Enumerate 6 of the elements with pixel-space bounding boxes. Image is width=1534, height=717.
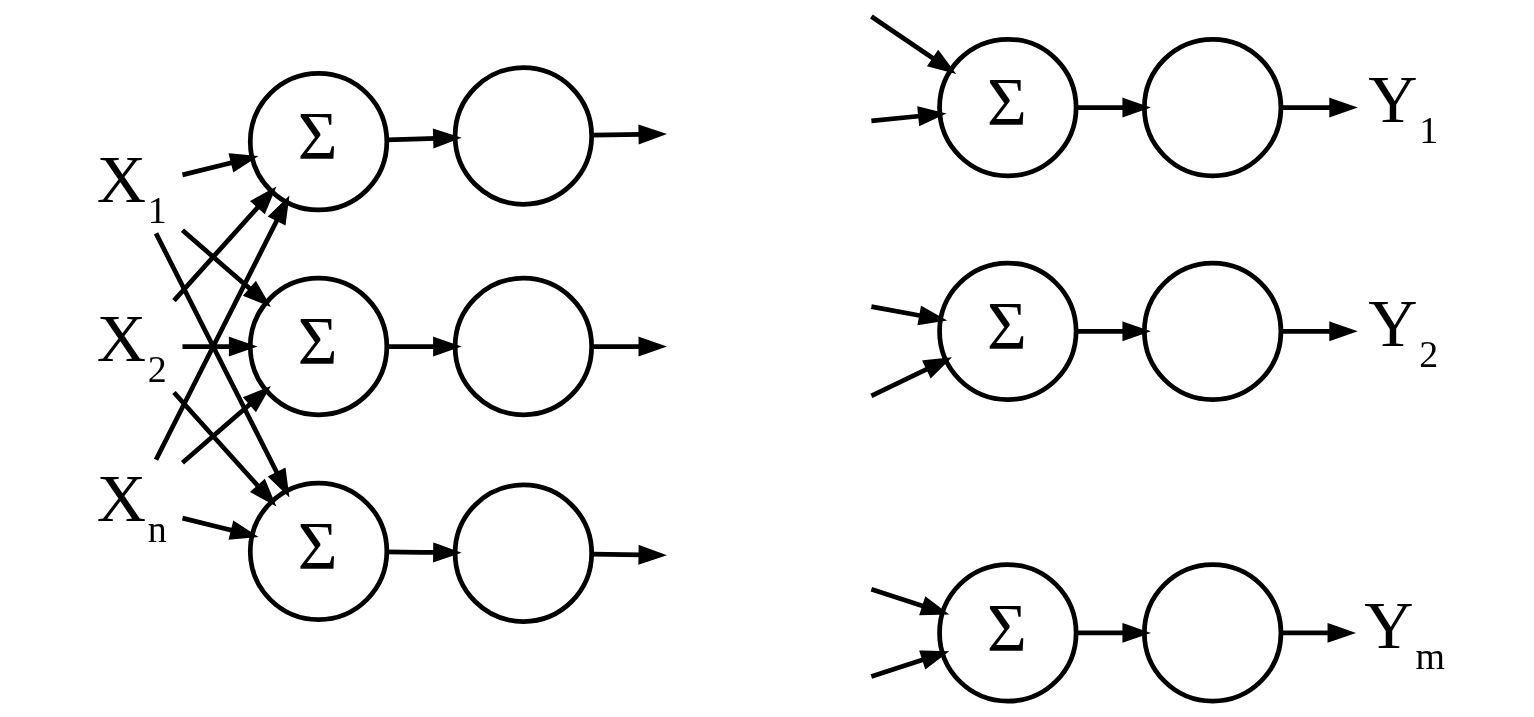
node-text: Y$_{m}$ bbox=[1363, 586, 1445, 677]
node-text: X$_{n}$ bbox=[96, 459, 167, 550]
node-text: X$_{2}$ bbox=[96, 300, 167, 391]
node-text: X$_{1}$ bbox=[96, 141, 167, 231]
node-text: Y$_{1}$ bbox=[1367, 61, 1438, 152]
node-text: Y$_{2}$ bbox=[1367, 285, 1438, 376]
